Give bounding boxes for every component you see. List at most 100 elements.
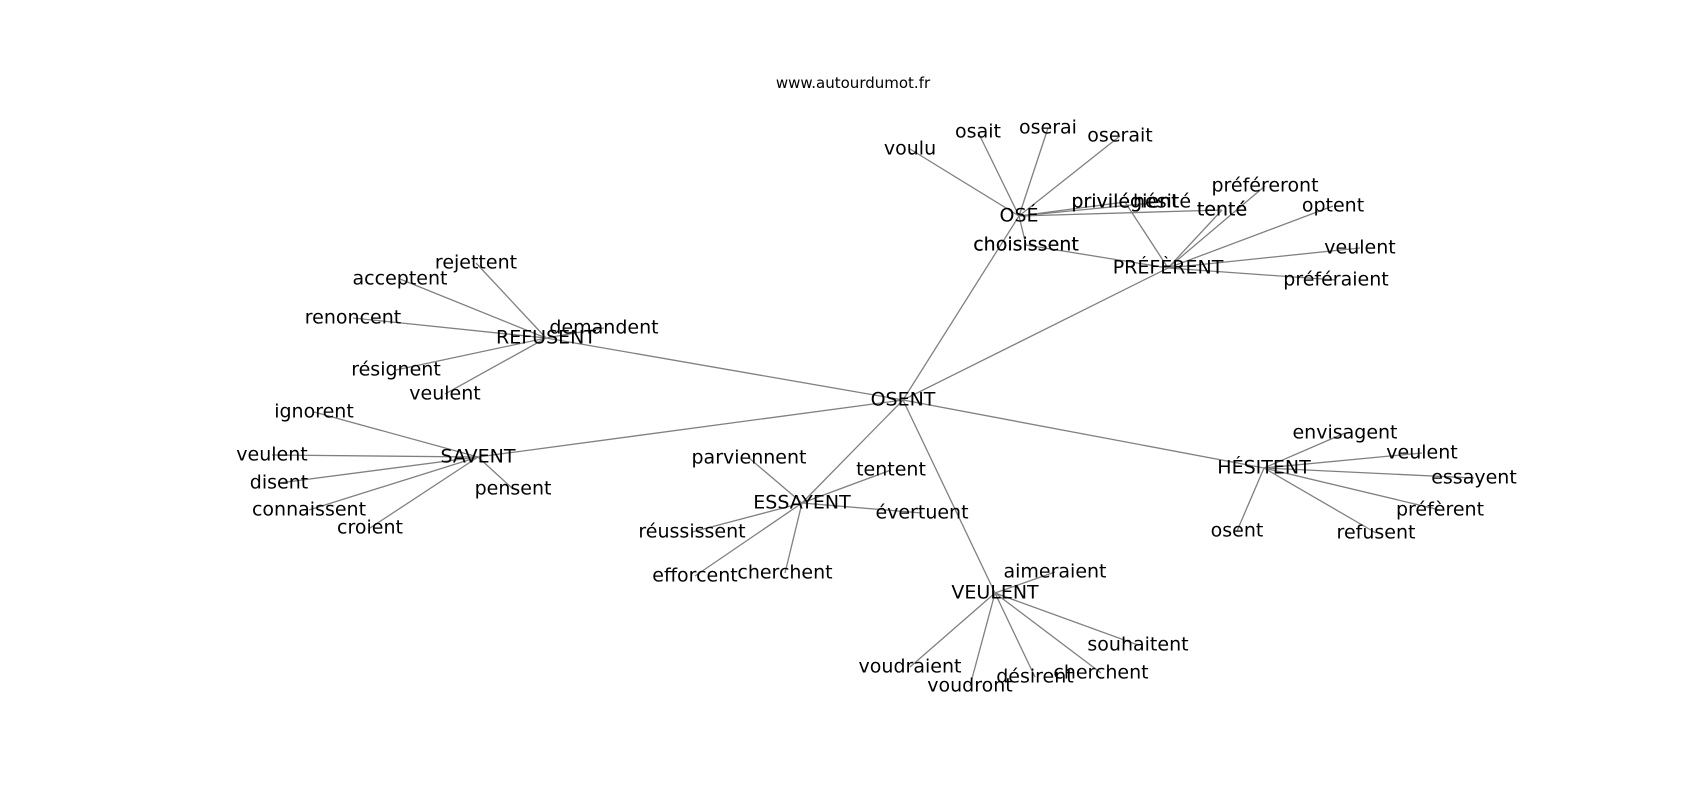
hub-node-veulent[interactable]: VEULENT <box>951 582 1039 604</box>
edge-savent-veulent <box>271 454 479 458</box>
leaf-node-veulent[interactable]: veulent <box>409 383 480 405</box>
leaf-node-refusent[interactable]: refusent <box>1337 522 1416 544</box>
edge-ose-osait <box>977 131 1020 217</box>
edge-essayent-reussissent <box>691 502 803 533</box>
edge-ose-oserai <box>1018 127 1049 217</box>
leaf-node-aimeraient[interactable]: aimeraient <box>1003 561 1106 583</box>
leaf-node-oserai[interactable]: oserai <box>1019 117 1077 139</box>
edge-savent-disent <box>278 456 479 484</box>
edge-center-refusent <box>545 337 904 401</box>
leaf-node-tente[interactable]: tenté <box>1197 199 1247 221</box>
edge-savent-croient <box>369 456 479 529</box>
leaf-node-veulent[interactable]: veulent <box>1386 442 1457 464</box>
leaf-node-voulu[interactable]: voulu <box>884 138 936 160</box>
graph-labels: OSENT OSÉ voulu osait oserai oserait privilégi… <box>236 117 1517 697</box>
edge-veulent-souhaitent <box>994 592 1139 646</box>
edge-ose-oserait <box>1018 135 1121 217</box>
leaf-node-resignent[interactable]: résignent <box>351 359 441 381</box>
leaf-node-pensent[interactable]: pensent <box>475 478 552 500</box>
edge-preferent-choisissent <box>1025 244 1169 269</box>
edge-essayent-tentent <box>801 469 892 504</box>
edge-center-ose <box>902 215 1020 401</box>
leaf-node-acceptent[interactable]: acceptent <box>353 268 448 290</box>
leaf-node-essayent[interactable]: essayent <box>1431 467 1517 489</box>
hub-node-hesitent[interactable]: HÉSITENT <box>1217 456 1311 479</box>
leaf-node-ignorent[interactable]: ignorent <box>274 401 354 423</box>
leaf-node-desirent[interactable]: désirent <box>996 666 1074 688</box>
leaf-node-voudraient[interactable]: voudraient <box>859 656 962 678</box>
hub-node-ose[interactable]: OSÉ <box>999 204 1038 227</box>
leaf-node-choisissent[interactable]: choisissent <box>973 234 1079 256</box>
edge-center-savent <box>477 399 904 458</box>
hub-node-savent[interactable]: SAVENT <box>440 446 515 468</box>
leaf-node-preferaient[interactable]: préféraient <box>1283 269 1388 291</box>
edge-refusent-demandent <box>545 327 605 339</box>
leaf-node-privilegient[interactable]: privilégient <box>1071 191 1178 213</box>
leaf-node-prefereront[interactable]: préféreront <box>1211 175 1318 197</box>
edge-preferent-veulent <box>1167 247 1361 269</box>
leaf-node-hesite[interactable]: hésité <box>1133 191 1191 213</box>
edge-hesitent-preferent <box>1263 467 1441 511</box>
edge-hesitent-veulent <box>1263 452 1423 469</box>
edge-hesitent-refusent <box>1263 467 1377 534</box>
leaf-node-rejettent[interactable]: rejettent <box>435 252 517 274</box>
leaf-node-privilegient[interactable]: privilégient <box>1071 191 1178 213</box>
leaf-node-voudront[interactable]: voudront <box>927 675 1012 697</box>
edge-essayent-efforcent <box>694 502 803 577</box>
edge-hesitent-osent <box>1236 467 1265 532</box>
edge-center-veulent <box>902 399 996 594</box>
edge-savent-ignorent <box>313 411 479 458</box>
edge-refusent-rejettent <box>475 262 547 339</box>
edge-preferent-optent <box>1167 205 1334 269</box>
leaf-node-tentent[interactable]: tentent <box>856 459 926 481</box>
hub-node-preferent[interactable]: PRÉFÈRENT <box>1113 256 1224 279</box>
leaf-node-evertuent[interactable]: évertuent <box>875 502 968 524</box>
leaf-node-cherchent[interactable]: cherchent <box>737 562 832 584</box>
edge-hesitent-envisagent <box>1263 432 1346 469</box>
leaf-node-osait[interactable]: osait <box>955 121 1001 143</box>
edge-veulent-voudront <box>969 592 996 687</box>
edge-refusent-acceptent <box>399 278 547 339</box>
graph-edges <box>271 127 1475 687</box>
leaf-node-oserait[interactable]: oserait <box>1087 125 1152 147</box>
hub-node-essayent[interactable]: ESSAYENT <box>753 492 851 514</box>
edge-refusent-renoncent <box>352 317 547 339</box>
edge-preferent-privilegient <box>1124 201 1169 269</box>
edge-hesitent-essayent <box>1263 467 1475 479</box>
edge-preferent-tente <box>1167 209 1223 269</box>
site-watermark: www.autourdumot.fr <box>776 74 931 92</box>
edge-essayent-parviennent <box>748 457 803 504</box>
leaf-node-parviennent[interactable]: parviennent <box>692 447 807 469</box>
leaf-node-osent[interactable]: osent <box>1211 520 1264 542</box>
leaf-node-connaissent[interactable]: connaissent <box>252 499 366 521</box>
edge-veulent-cherchent <box>994 592 1102 674</box>
leaf-node-veulent[interactable]: veulent <box>1324 237 1395 259</box>
edge-preferent-preferaient <box>1167 267 1337 281</box>
edge-veulent-desirent <box>994 592 1036 678</box>
leaf-node-optent[interactable]: optent <box>1302 195 1364 217</box>
edge-center-hesitent <box>902 399 1265 469</box>
leaf-node-cherchent[interactable]: cherchent <box>1053 662 1148 684</box>
leaf-node-efforcent[interactable]: efforcent <box>652 565 737 587</box>
edge-ose-voulu <box>909 148 1020 217</box>
leaf-node-croient[interactable]: croient <box>337 517 403 539</box>
hub-node-refusent[interactable]: REFUSENT <box>496 327 596 349</box>
leaf-node-veulent[interactable]: veulent <box>236 444 307 466</box>
leaf-node-demandent[interactable]: demandent <box>549 317 658 339</box>
edge-ose-choisissent <box>1018 215 1027 246</box>
leaf-node-envisagent[interactable]: envisagent <box>1292 422 1397 444</box>
leaf-node-souhaitent[interactable]: souhaitent <box>1087 634 1188 656</box>
edge-veulent-voudraient <box>909 592 996 668</box>
edge-veulent-aimeraient <box>994 571 1056 594</box>
leaf-node-tente[interactable]: tenté <box>1197 199 1247 221</box>
leaf-node-renoncent[interactable]: renoncent <box>305 307 401 329</box>
edge-center-essayent <box>801 399 904 504</box>
leaf-node-preferent[interactable]: préfèrent <box>1396 499 1484 521</box>
leaf-node-choisissent[interactable]: choisissent <box>973 234 1079 256</box>
edge-essayent-evertuent <box>801 502 923 514</box>
leaf-node-disent[interactable]: disent <box>250 472 308 494</box>
leaf-node-reussissent[interactable]: réussissent <box>638 521 745 543</box>
edge-savent-pensent <box>477 456 514 490</box>
center-node-osent[interactable]: OSENT <box>871 389 936 411</box>
